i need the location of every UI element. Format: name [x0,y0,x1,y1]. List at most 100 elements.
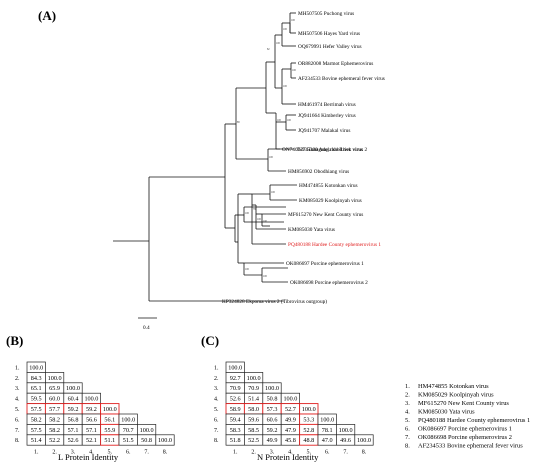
matrix-cell-value: 100.0 [103,406,117,413]
matrix-cell-value: 52.7 [285,406,296,413]
matrix-cell [155,434,175,446]
legend-number: 8. [405,443,410,450]
bootstrap-value: 100 [269,156,274,159]
legend-number: 7. [405,434,410,441]
sequence-legend: 1. HM474855 Kotonkan virus 2. KM085029 Kool… [405,383,530,450]
matrix-cell-value: 56.1 [104,416,115,423]
matrix-cell-value: 65.9 [49,385,60,392]
matrix-cell-value: 58.2 [31,416,42,423]
column-index: 7. [343,450,348,456]
matrix-cell-value: 47.0 [322,437,333,444]
matrix-cell-value: 60.0 [49,396,60,403]
matrix-cell-value: 55.9 [104,427,115,434]
legend-number: 5. [405,417,410,424]
legend-number: 2. [405,392,410,399]
column-index: 1. [34,450,39,456]
leaf-label: MH507506 Hayes Yard virus [298,31,360,37]
leaf-label: AF234533 Bovine ephemeral fever virus [298,75,385,82]
matrix-cell-value: 59.4 [230,416,241,423]
row-index: 1. [214,365,219,371]
matrix-cell-value: 52.8 [303,427,314,434]
matrix-cell-value: 92.7 [230,375,241,382]
panel-a: (A) [38,8,385,331]
legend-entry: KM085029 Koolpinyah virus [418,392,494,399]
matrix-cell-value: 57.1 [86,427,97,434]
leaf-label: MF615270 New Kent County virus [288,212,363,218]
phylogenetic-tree [113,12,297,302]
leaf-label: OR882008 Marmot Ephemerovirus [298,61,373,67]
matrix-cell-value: 60.4 [68,396,79,403]
matrix-cell-value: 58.5 [248,427,259,434]
column-index: 1. [233,450,238,456]
bootstrap-value: 100 [292,69,297,72]
matrix-cell-value: 49.9 [285,416,296,423]
matrix-cell-value: 57.1 [68,427,79,434]
matrix-cell-value: 45.8 [285,437,296,444]
matrix-cell-value: 100.0 [357,437,371,444]
matrix-cell-value: 100.0 [66,385,80,392]
matrix-cell-value: 70.9 [248,385,259,392]
legend-entry: OK086697 Porcine ephemerovirus 1 [418,426,512,433]
bootstrap-value: 100 [283,85,288,88]
bootstrap-value: 88 [237,121,240,124]
matrix-cell-value: 70.9 [230,385,241,392]
matrix-cell-value: 58.9 [230,406,241,413]
matrix-cell-value: 51.1 [104,437,115,444]
matrix-cell-value: 100.0 [320,416,334,423]
row-index: 5. [15,407,20,413]
legend-entry: AF234533 Bovine ephemeral fever virus [418,443,523,450]
matrix-cell-value: 59.5 [31,396,42,403]
leaf-label: HM856902 Obodhiang virus [288,169,349,175]
column-index: 5. [307,450,312,456]
bootstrap-value: 78 [253,208,256,211]
scale-label: 0.4 [143,325,150,331]
matrix-cell-value: 100.0 [265,385,279,392]
leaf-label: OQ679991 Hefer Valley virus [298,43,362,50]
column-index: 6. [325,450,330,456]
matrix-cell-value: 58.0 [248,406,259,413]
bootstrap-value: 100 [263,220,268,223]
leaf-label: HM461974 Berrimah virus [298,102,356,108]
bootstrap-value: 100 [257,218,262,221]
legend-entry: OK086698 Porcine ephemerovirus 2 [418,434,512,441]
matrix-cell-value: 100.0 [48,375,62,382]
leaf-label: JQ941664 Kimberley virus [298,113,356,119]
leaf-label: ON746527 Huangang rhabd tick virus 2 [282,147,368,153]
legend-number: 1. [405,383,410,390]
bootstrap-value: 100 [245,212,250,215]
row-index: 5. [214,407,219,413]
matrix-cell-value: 52.6 [230,396,241,403]
panel-c-label: (C) [201,333,219,348]
row-index: 8. [15,438,20,444]
bootstrap-value: 100 [283,28,288,31]
legend-entry: HM474855 Kotonkan virus [418,383,489,390]
matrix-cell-value: 59.2 [86,406,97,413]
row-index: 7. [15,428,20,434]
matrix-cell-value: 59.2 [68,406,79,413]
matrix-cell-value: 52.1 [86,437,97,444]
bootstrap-value: 100 [245,268,250,271]
leaf-label: KM085029 Koolpinyah virus [299,198,362,204]
leaf-label: KP324828 Ekpoma virus 2 (Tibrovirus outg… [222,298,327,305]
column-index: 2. [251,450,256,456]
matrix-cell-value: 51.5 [123,437,134,444]
matrix-cell-value: 52.5 [248,437,259,444]
matrix-cell-value: 100.0 [302,406,316,413]
bootstrap-value: 100 [291,19,296,22]
column-index: 4. [288,450,293,456]
legend-number: 3. [405,400,410,407]
leaf-label: HM474855 Kotonkan virus [299,183,358,189]
matrix-cell-value: 52.6 [68,437,79,444]
panel-b-label: (B) [6,333,23,348]
matrix-cell-value: 100.0 [84,396,98,403]
matrix-cell-value: 51.4 [248,396,259,403]
column-index: 8. [362,450,367,456]
row-index: 3. [15,386,20,392]
matrix-cell-value: 58.2 [49,416,60,423]
matrix-cell-value: 60.6 [267,416,278,423]
matrix-cell-value: 50.8 [141,437,152,444]
matrix-cell-value: 50.8 [267,396,278,403]
bootstrap-value: 100 [277,119,282,122]
